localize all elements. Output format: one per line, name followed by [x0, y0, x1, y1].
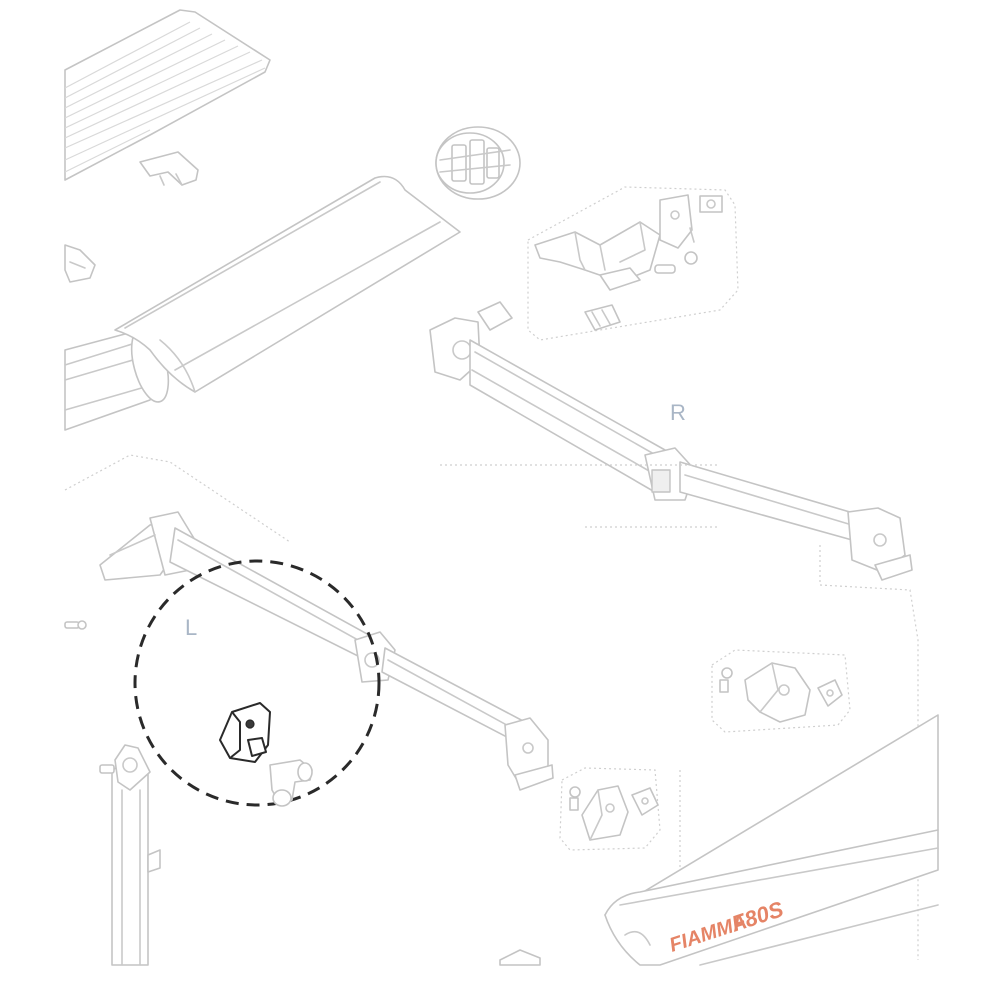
awning-case	[499, 714, 939, 966]
support-leg	[99, 744, 161, 966]
rail-clip-part	[139, 151, 199, 186]
roller-tube-with-cover	[64, 175, 461, 431]
roller-fitting-part	[269, 759, 313, 807]
end-cap-part	[64, 244, 96, 283]
right-bracket-parts-group	[527, 186, 739, 341]
wall-bracket-parts-group	[711, 649, 851, 733]
right-arm-assembly	[429, 301, 913, 581]
left-arm-assembly	[99, 511, 554, 791]
top-rail-profile	[64, 9, 271, 181]
left-arm-label: L	[185, 615, 197, 640]
highlighted-arm-bracket	[219, 702, 271, 763]
right-arm-label: R	[670, 400, 686, 425]
drive-hub-part	[435, 126, 521, 200]
screw-part	[64, 620, 87, 630]
arm-mount-parts-group	[559, 767, 661, 851]
detail-highlight-circle	[133, 559, 381, 807]
